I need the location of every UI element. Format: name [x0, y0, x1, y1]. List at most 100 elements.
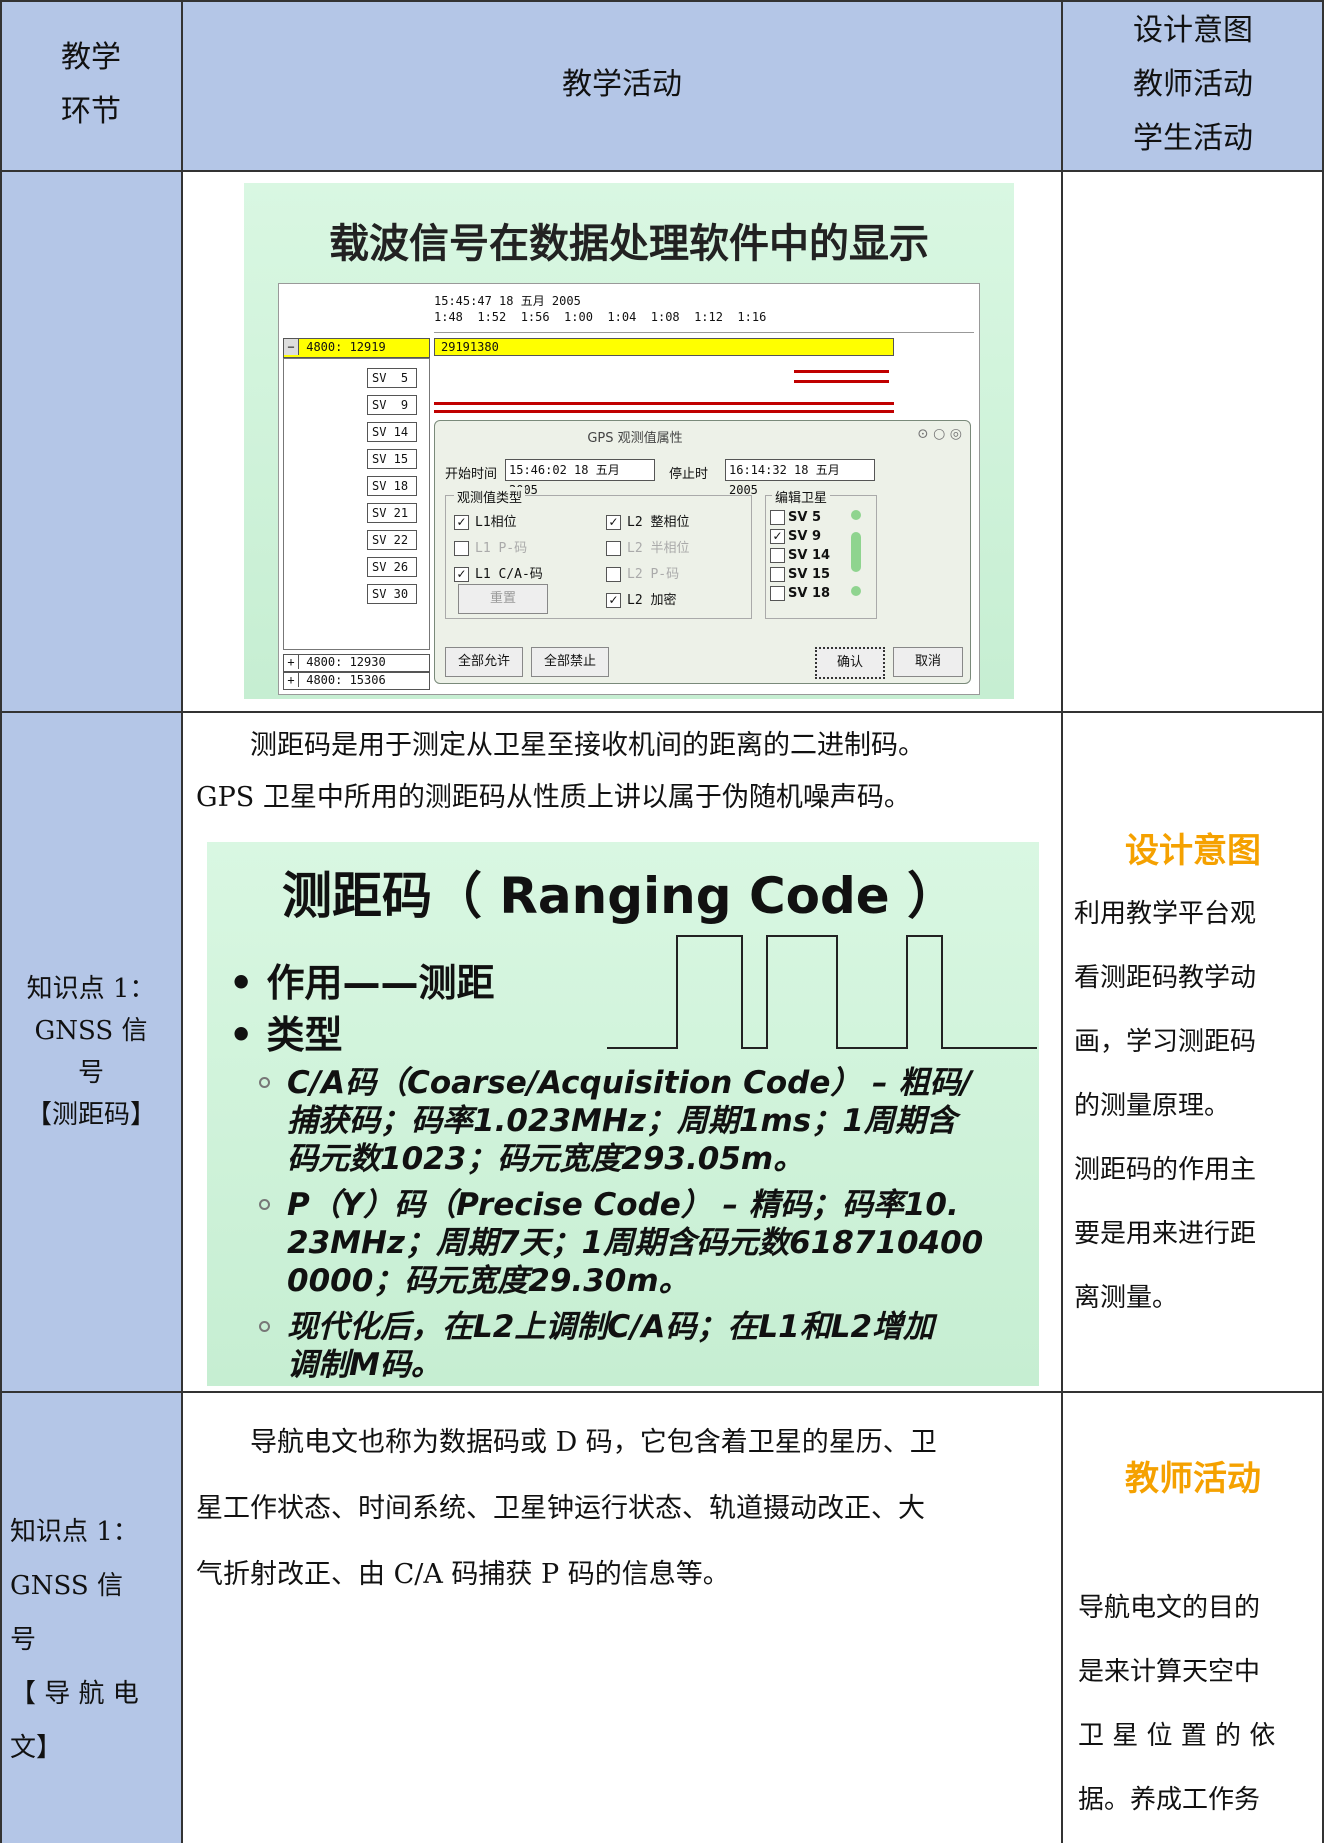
sv-list-item[interactable]: SV 9: [367, 395, 417, 415]
satellite-option[interactable]: SV 5: [770, 508, 842, 527]
sub-bullet-line: 现代化后，在L2上调制C/A码；在L1和L2增加: [287, 1309, 935, 1345]
checkbox-empty-icon[interactable]: [770, 586, 785, 601]
obs-type-label: 观测值类型: [454, 487, 526, 506]
circle-bullet-icon: [259, 1077, 270, 1088]
group-bottom-1-label: 4800: 12930: [306, 655, 386, 669]
row3-para-line3: 气折射改正、由 C/A 码捕获 P 码的信息等。: [196, 1559, 730, 1590]
column-divider-1: [181, 0, 183, 1843]
stop-time-field[interactable]: 16:14:32 18 五月 2005: [725, 459, 875, 497]
reset-button[interactable]: 重置: [458, 584, 548, 614]
row-divider-1: [0, 170, 1324, 172]
row3-teacher: 教师活动 导航电文的目的是来计算天空中卫 星 位 置 的 依据。养成工作务: [1062, 1392, 1324, 1843]
obs-type-label: L2 加密: [627, 593, 677, 608]
obs-type-option[interactable]: ✓ L2 加密: [606, 588, 746, 614]
scroll-thumb[interactable]: [851, 532, 861, 572]
bullet-1-text: 作用——测距: [266, 961, 495, 1005]
sat-scrollbar[interactable]: [850, 508, 862, 608]
sub-bullet-line: 23MHz；周期7天；1周期含码元数618710400: [287, 1225, 984, 1261]
circle-bullet-icon: [259, 1321, 270, 1332]
intent-line: 要是用来进行距: [1074, 1219, 1257, 1249]
header-stage: 教学 环节: [0, 0, 182, 170]
satellite-label: SV 9: [788, 529, 821, 544]
gps-obs-dialog: GPS 观测值属性 ⊙ ○ ◎ 开始时间 15:46:02 18 五月 2005…: [434, 420, 971, 684]
sv-list-item[interactable]: SV 18: [367, 476, 417, 496]
checkbox-empty-icon[interactable]: [770, 567, 785, 582]
sv-list-item[interactable]: SV 30: [367, 584, 417, 604]
bullet-2: • 类型: [229, 1004, 343, 1059]
obs-type-option: L2 半相位: [606, 536, 746, 562]
row2-para-line1: 测距码是用于测定从卫星至接收机间的距离的二进制码。: [250, 730, 925, 761]
intent-lines: 利用教学平台观看测距码教学动画，学习测距码的测量原理。测距码的作用主要是用来进行…: [1074, 882, 1314, 1330]
row2-label-line2: GNSS 信: [34, 1016, 148, 1046]
sv-list-item[interactable]: SV 21: [367, 503, 417, 523]
yellow-bar: 29191380: [434, 338, 894, 356]
sub-bullet-line: 调制M码。: [287, 1347, 442, 1383]
teacher-line: 卫 星 位 置 的 依: [1078, 1721, 1276, 1751]
sv-list-item[interactable]: SV 5: [367, 368, 417, 388]
satellite-label: SV 14: [788, 548, 831, 563]
cancel-button[interactable]: 取消: [893, 647, 963, 677]
satellite-label: SV 15: [788, 567, 831, 582]
forbid-all-button[interactable]: 全部禁止: [531, 647, 609, 677]
ok-button[interactable]: 确认: [815, 647, 885, 679]
row3-label-line3: 号: [10, 1625, 37, 1655]
checkbox-empty-icon[interactable]: [770, 510, 785, 525]
group-bottom-1[interactable]: + 4800: 12930: [283, 654, 430, 672]
teacher-line: 据。养成工作务: [1078, 1785, 1261, 1815]
start-time-field[interactable]: 15:46:02 18 五月 2005: [505, 459, 655, 497]
intent-line: 测距码的作用主: [1074, 1155, 1257, 1185]
sat-group-label: 编辑卫星: [772, 487, 831, 506]
intent-title: 设计意图: [1125, 830, 1261, 871]
sub-bullet-item: P（Y）码（Precise Code） – 精码；码率10.23MHz；周期7天…: [259, 1186, 1029, 1300]
signal-line-2: [794, 380, 889, 383]
obs-type-option[interactable]: ✓ L1相位: [454, 510, 594, 536]
satellite-option[interactable]: SV 14: [770, 546, 842, 565]
expand-icon[interactable]: +: [284, 655, 299, 669]
sv-list-item[interactable]: SV 22: [367, 530, 417, 550]
timeline-date: 15:45:47 18 五月 2005: [434, 294, 581, 308]
group-top[interactable]: − 4800: 12919: [283, 338, 430, 358]
checkbox-empty-icon: [454, 541, 469, 556]
obs-type-label: L1相位: [475, 515, 517, 530]
checkbox-empty-icon: [606, 541, 621, 556]
intent-line: 离测量。: [1074, 1283, 1179, 1313]
collapse-icon[interactable]: −: [284, 339, 299, 355]
checkbox-checked-icon[interactable]: ✓: [454, 515, 469, 530]
checkbox-checked-icon[interactable]: ✓: [606, 515, 621, 530]
checkbox-checked-icon[interactable]: ✓: [606, 593, 621, 608]
sv-list-item[interactable]: SV 14: [367, 422, 417, 442]
scroll-dot-top: [851, 510, 861, 520]
allow-all-button[interactable]: 全部允许: [445, 647, 523, 677]
satellite-option[interactable]: SV 15: [770, 565, 842, 584]
table-border-left: [0, 0, 2, 1843]
dialog-window-controls[interactable]: ⊙ ○ ◎: [916, 426, 962, 442]
bullet-dot: •: [229, 1013, 267, 1057]
sv-list-item[interactable]: SV 26: [367, 557, 417, 577]
row3-para-line1: 导航电文也称为数据码或 D 码，它包含着卫星的星历、卫: [250, 1427, 937, 1458]
checkbox-checked-icon[interactable]: ✓: [454, 567, 469, 582]
stop-time-label: 停止时: [669, 467, 709, 482]
sub-bullets: C/A码（Coarse/Acquisition Code） – 粗码/捕获码；码…: [259, 1064, 1029, 1392]
intent-line: 看测距码教学动: [1074, 963, 1257, 993]
satellite-label: SV 18: [788, 586, 831, 601]
sv-list-item[interactable]: SV 15: [367, 449, 417, 469]
dialog-title: GPS 观测值属性: [587, 431, 683, 446]
start-time-label: 开始时间: [445, 467, 498, 482]
satellite-label: SV 5: [788, 510, 821, 525]
satellite-option[interactable]: ✓SV 9: [770, 527, 842, 546]
expand-icon[interactable]: +: [284, 673, 299, 687]
row2-para-line2: GPS 卫星中所用的测距码从性质上讲以属于伪随机噪声码。: [196, 782, 911, 813]
bullet-1: • 作用——测距: [229, 952, 495, 1007]
obs-type-option[interactable]: ✓L2 整相位: [606, 510, 746, 536]
timeline-area: 15:45:47 18 五月 2005 1:48 1:52 1:56 1:00 …: [434, 292, 974, 333]
checkbox-checked-icon[interactable]: ✓: [770, 529, 785, 544]
checkbox-empty-icon[interactable]: [770, 548, 785, 563]
satellite-option[interactable]: SV 18: [770, 584, 842, 603]
row3-label-line4: 【 导 航 电: [10, 1679, 139, 1709]
obs-type-option[interactable]: ✓L1 C/A-码: [454, 562, 594, 588]
group-bottom-2[interactable]: + 4800: 15306: [283, 672, 430, 690]
timeline-ticks: 1:48 1:52 1:56 1:00 1:04 1:08 1:12 1:16: [434, 310, 767, 324]
header-stage-line1: 教学: [61, 40, 121, 75]
